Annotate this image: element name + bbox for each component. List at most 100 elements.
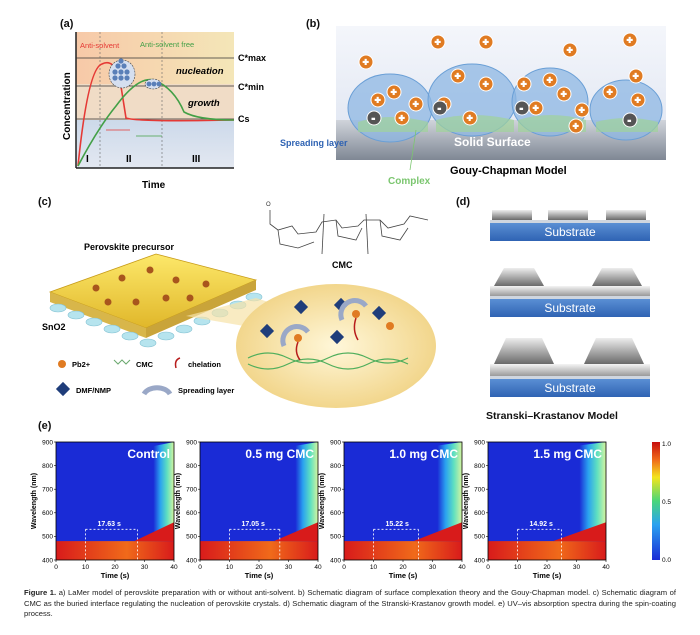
cmc-legend-dmf: DMF/NMP bbox=[76, 386, 111, 395]
uvvis-x-label: Time (s) bbox=[389, 571, 418, 580]
uvvis-colorbar bbox=[652, 442, 660, 560]
uvvis-y-tick: 400 bbox=[42, 557, 53, 564]
lamer-growth: growth bbox=[187, 98, 220, 109]
uvvis-x-tick: 30 bbox=[141, 564, 149, 571]
uvvis-y-tick: 500 bbox=[330, 534, 341, 541]
cation-icon: + bbox=[408, 96, 424, 112]
uvvis-y-tick: 700 bbox=[186, 487, 197, 494]
uvvis-x-tick: 10 bbox=[226, 564, 234, 571]
uvvis-y-tick: 800 bbox=[42, 463, 53, 470]
uvvis-y-tick: 800 bbox=[474, 463, 485, 470]
uvvis-x-tick: 10 bbox=[370, 564, 378, 571]
figure-caption: Figure 1. a) LaMer model of perovskite p… bbox=[24, 588, 676, 620]
uvvis-time-label: 14.92 s bbox=[530, 521, 553, 528]
cmc-sno2-label: SnO2 bbox=[42, 322, 66, 332]
svg-text:+: + bbox=[435, 38, 441, 49]
uvvis-map-title: 1.0 mg CMC bbox=[389, 447, 458, 461]
uvvis-y-tick: 900 bbox=[42, 439, 53, 446]
lamer-diagram: Anti-solvent Anti-solvent free nucleatio… bbox=[62, 32, 266, 191]
uvvis-x-tick: 0 bbox=[342, 564, 346, 571]
uvvis-y-tick: 500 bbox=[42, 534, 53, 541]
uvvis-x-tick: 10 bbox=[82, 564, 90, 571]
lamer-stage-2: II bbox=[126, 154, 132, 165]
cation-icon: + bbox=[462, 110, 478, 126]
uvvis-x-tick: 10 bbox=[514, 564, 522, 571]
cmc-precursor-label: Perovskite precursor bbox=[84, 242, 175, 252]
uvvis-y-tick: 600 bbox=[330, 510, 341, 517]
uvvis-x-tick: 0 bbox=[486, 564, 490, 571]
svg-text:+: + bbox=[567, 46, 573, 57]
cmc-legend-cmc: CMC bbox=[136, 360, 154, 369]
svg-text:+: + bbox=[635, 96, 641, 107]
uvvis-x-tick: 40 bbox=[458, 564, 466, 571]
cation-icon: + bbox=[370, 92, 386, 108]
cation-icon: + bbox=[630, 92, 646, 108]
cmc-legend-pb: Pb2+ bbox=[72, 360, 91, 369]
uvvis-colorbar-tick: 0.0 bbox=[662, 557, 671, 564]
lamer-y-label: Concentration bbox=[62, 72, 73, 140]
svg-text:-: - bbox=[438, 104, 441, 115]
cation-icon: + bbox=[394, 110, 410, 126]
panel-label-d: (d) bbox=[456, 196, 471, 208]
svg-text:+: + bbox=[483, 38, 489, 49]
panel-label-b: (b) bbox=[306, 18, 321, 30]
sk-island bbox=[584, 338, 644, 364]
uvvis-y-tick: 700 bbox=[474, 487, 485, 494]
lamer-curve-antisolvent: Anti-solvent bbox=[80, 41, 120, 50]
svg-text:-: - bbox=[628, 116, 631, 127]
svg-text:+: + bbox=[483, 80, 489, 91]
cation-icon: + bbox=[542, 72, 558, 88]
uvvis-colorbar-tick: 1.0 bbox=[662, 441, 671, 448]
gouy-solid-surface: Solid Surface bbox=[454, 135, 531, 149]
lamer-x-label: Time bbox=[142, 180, 166, 191]
uvvis-y-tick: 900 bbox=[186, 439, 197, 446]
uvvis-y-tick: 900 bbox=[330, 439, 341, 446]
uvvis-x-tick: 0 bbox=[54, 564, 58, 571]
sk-wetting-layer bbox=[490, 364, 650, 376]
svg-text:+: + bbox=[607, 88, 613, 99]
uvvis-y-tick: 500 bbox=[474, 534, 485, 541]
svg-text:+: + bbox=[633, 72, 639, 83]
uvvis-x-label: Time (s) bbox=[245, 571, 274, 580]
uvvis-y-tick: 500 bbox=[186, 534, 197, 541]
lamer-curve-free: Anti-solvent free bbox=[140, 40, 194, 49]
uvvis-y-tick: 800 bbox=[186, 463, 197, 470]
svg-text:+: + bbox=[533, 104, 539, 115]
gouy-complex: Complex bbox=[388, 176, 431, 187]
uvvis-x-tick: 40 bbox=[314, 564, 322, 571]
svg-text:+: + bbox=[573, 122, 579, 133]
uvvis-y-tick: 800 bbox=[330, 463, 341, 470]
sk-substrate-2: Substrate bbox=[490, 296, 650, 317]
gouy-spreading-layer: Spreading layer bbox=[280, 138, 348, 148]
uvvis-x-tick: 30 bbox=[429, 564, 437, 571]
cation-icon: + bbox=[628, 68, 644, 84]
svg-text:+: + bbox=[627, 36, 633, 47]
sk-title: Stranski–Krastanov Model bbox=[486, 410, 618, 422]
uvvis-y-tick: 600 bbox=[474, 510, 485, 517]
lamer-cmax: C*max bbox=[238, 53, 266, 63]
sk-island bbox=[494, 268, 544, 286]
sk-substrate-3: Substrate bbox=[490, 376, 650, 397]
svg-text:+: + bbox=[391, 88, 397, 99]
anion-icon: - bbox=[514, 100, 530, 116]
uvvis-y-tick: 900 bbox=[474, 439, 485, 446]
anion-icon: - bbox=[622, 112, 638, 128]
sk-substrate-1: Substrate bbox=[490, 220, 650, 241]
sk-island bbox=[592, 268, 642, 286]
sk-island bbox=[492, 210, 532, 220]
sk-wetting-layer bbox=[490, 286, 650, 296]
cation-icon: + bbox=[516, 76, 532, 92]
lamer-cmin: C*min bbox=[238, 82, 264, 92]
sk-island bbox=[606, 210, 646, 220]
caption-text: a) LaMer model of perovskite preparation… bbox=[24, 588, 676, 618]
svg-text:+: + bbox=[547, 76, 553, 87]
cmc-structure-label: CMC bbox=[332, 260, 353, 270]
svg-text:O: O bbox=[266, 202, 271, 208]
panel-label-a: (a) bbox=[60, 18, 74, 30]
lamer-cs: Cs bbox=[238, 114, 250, 124]
sk-island bbox=[494, 338, 554, 364]
